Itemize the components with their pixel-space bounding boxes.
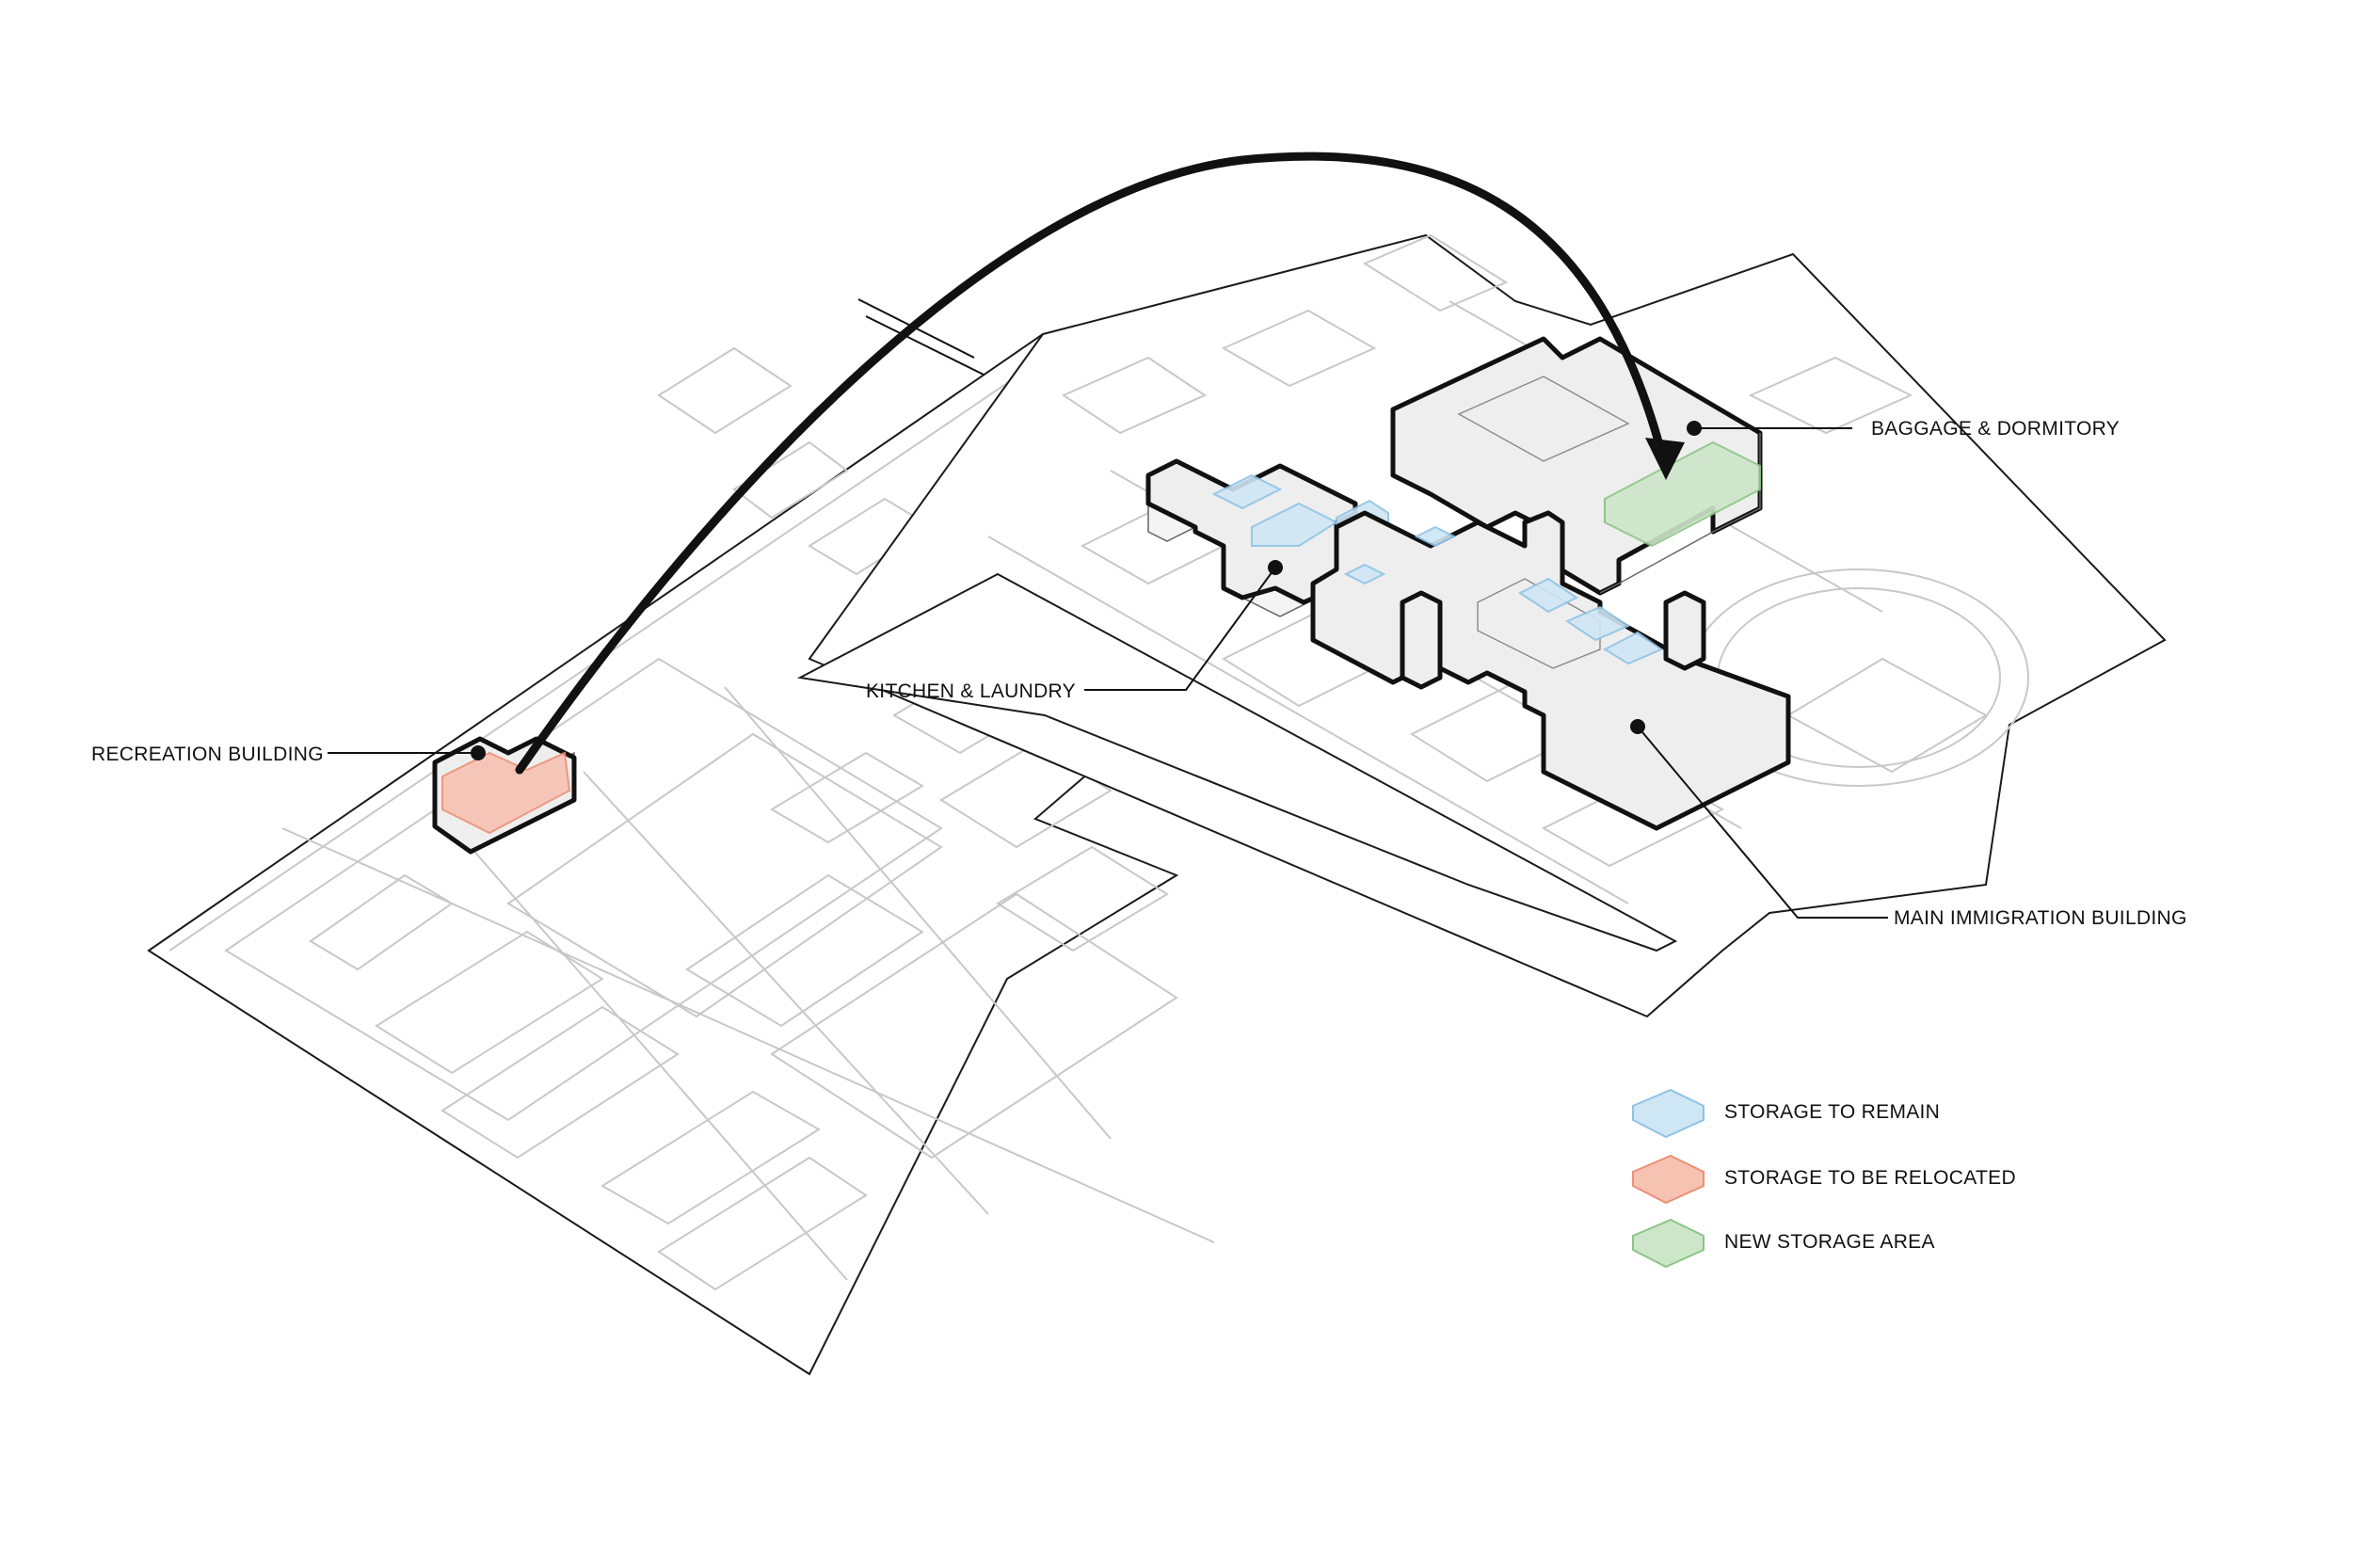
svg-text:STORAGE TO REMAIN: STORAGE TO REMAIN	[1724, 1101, 1940, 1123]
baggage-leader-dot	[1687, 421, 1702, 436]
legend-item-remain: STORAGE TO REMAIN	[1632, 1088, 1940, 1139]
main-immigration-label: MAIN IMMIGRATION BUILDING	[1894, 907, 2187, 929]
arrowhead-icon	[1645, 438, 1685, 480]
new-storage-swatch-icon	[1632, 1218, 1705, 1269]
svg-text:NEW STORAGE AREA: NEW STORAGE AREA	[1724, 1231, 1935, 1253]
storage-remain-swatch-icon	[1632, 1088, 1705, 1139]
relocation-arrow	[515, 152, 1685, 775]
kitchen-laundry-label: KITCHEN & LAUNDRY	[866, 680, 1076, 702]
main-immigration-building	[1310, 510, 1791, 831]
legend-item-relocated: STORAGE TO BE RELOCATED	[1632, 1154, 2016, 1205]
kitchen-leader-dot	[1268, 560, 1283, 575]
svg-text:STORAGE TO BE RELOCATED: STORAGE TO BE RELOCATED	[1724, 1167, 2016, 1189]
legend: STORAGE TO REMAIN STORAGE TO BE RELOCATE…	[1632, 1088, 2016, 1269]
access-road	[857, 298, 984, 376]
label-leaders	[328, 421, 1888, 919]
main-leader-dot	[1630, 719, 1645, 734]
recreation-building	[432, 736, 577, 855]
recreation-building-label: RECREATION BUILDING	[91, 744, 324, 765]
legend-item-new: NEW STORAGE AREA	[1632, 1218, 1935, 1269]
storage-relocated-swatch-icon	[1632, 1154, 1705, 1205]
recreation-leader-dot	[471, 745, 486, 760]
baggage-dormitory-building	[1390, 336, 1763, 596]
baggage-dormitory-label: BAGGAGE & DORMITORY	[1871, 418, 2120, 440]
